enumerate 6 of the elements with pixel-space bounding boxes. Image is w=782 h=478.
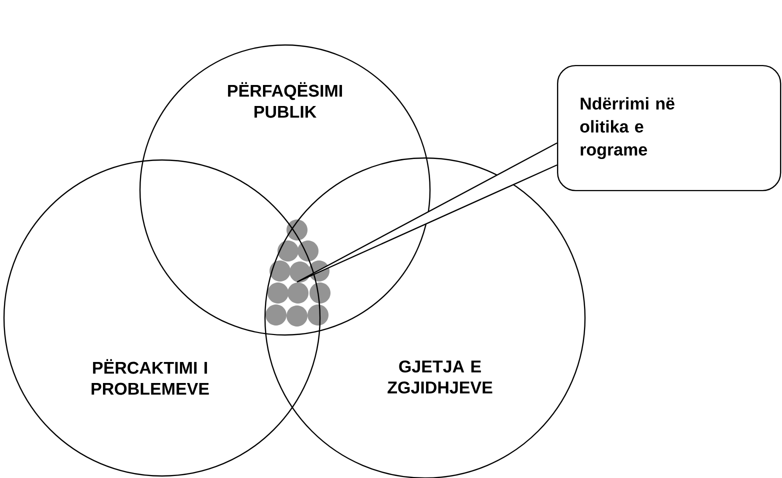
callout-pointer bbox=[296, 142, 558, 283]
dot-cluster-drawing bbox=[266, 219, 330, 326]
circle-label: GJETJA E ZGJIDHJEVE bbox=[388, 360, 492, 394]
circle-label: PËRFAQËSIMI PUBLIK bbox=[228, 82, 342, 118]
callout-box: Ndërrimi në olitika e rograme bbox=[557, 64, 782, 192]
circle-label: PËRCAKTIMI I PROBLEMEVE bbox=[92, 359, 209, 395]
